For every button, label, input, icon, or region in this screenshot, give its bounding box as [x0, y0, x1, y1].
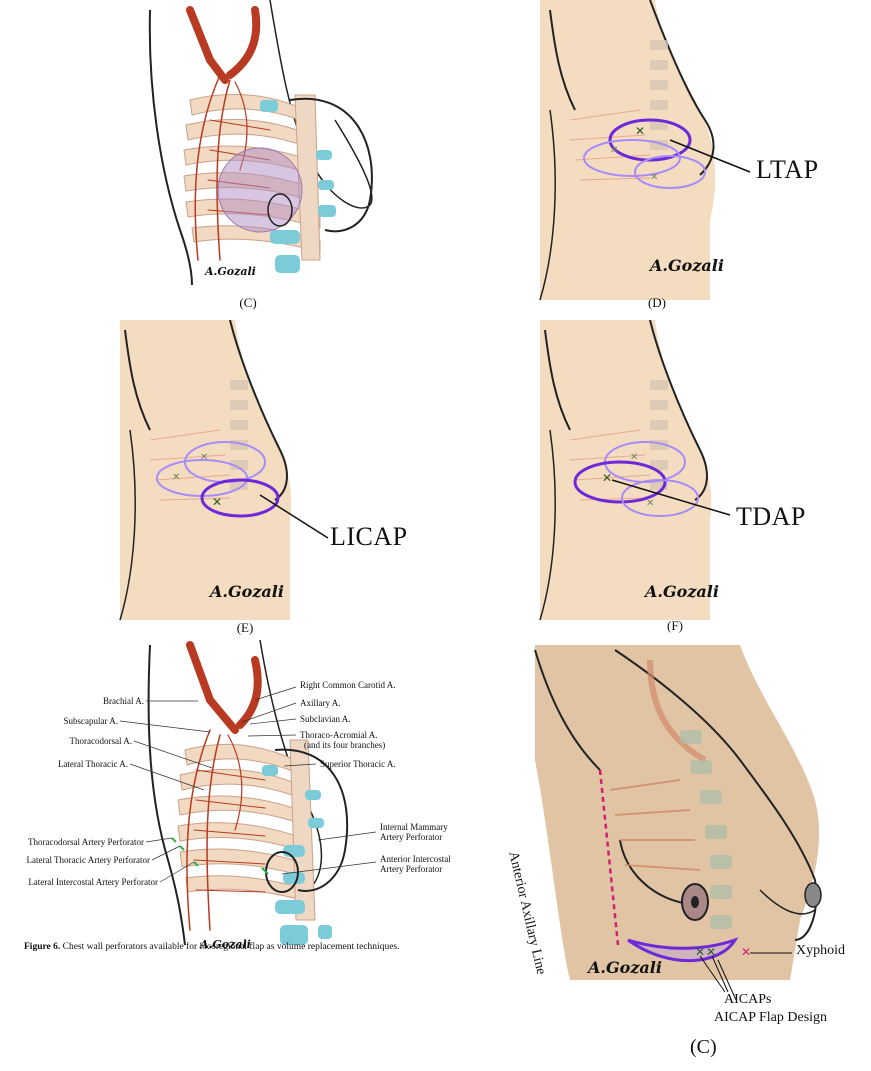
panel-e: ✕ ✕ ✕ LICAP A.Gozali (E) [90, 320, 430, 630]
annotation-thoraco-acromial-branches: (and its four branches) [304, 740, 385, 750]
panel-d: ✕ ✕ ✕ LTAP A.Gozali (D) [520, 0, 860, 310]
ribcage-arteries-illustration [120, 0, 440, 300]
flap-label: LICAP [330, 522, 408, 552]
signature: A.Gozali [205, 265, 256, 278]
annotation-lateral-thoracic-perforator: Lateral Thoracic Artery Perforator [26, 855, 150, 865]
panel-caption: (D) [637, 295, 677, 311]
panel-caption: (E) [225, 620, 265, 636]
annotation-thoracodorsal-perforator: Thoracodorsal Artery Perforator [28, 837, 144, 847]
svg-text:✕: ✕ [635, 124, 645, 138]
figure-caption-text: Chest wall perforators available for loc… [60, 942, 399, 952]
aicap-design-label: AICAP Flap Design [714, 1010, 827, 1026]
annotation-internal-mammary-perforator: Artery Perforator [380, 832, 442, 842]
panel-caption: (C) [690, 1036, 717, 1059]
figure-6: Brachial A. Subscapular A. Thoracodorsal… [0, 640, 520, 970]
svg-text:✕: ✕ [212, 495, 222, 509]
aicaps-label: AICAPs [724, 992, 771, 1008]
annotation-superior-thoracic: Superior Thoracic A. [320, 759, 396, 769]
figure-number: Figure 6. [24, 942, 60, 952]
svg-text:✕: ✕ [200, 452, 208, 463]
annotation-lateral-thoracic: Lateral Thoracic A. [58, 759, 128, 769]
annotation-subscapular: Subscapular A. [64, 716, 119, 726]
annotation-axillary: Axillary A. [300, 698, 341, 708]
svg-text:✕: ✕ [650, 172, 658, 183]
figure-caption: Figure 6. Chest wall perforators availab… [24, 942, 524, 952]
annotation-anterior-intercostal-perforator: Artery Perforator [380, 864, 442, 874]
panel-f: ✕ ✕ ✕ TDAP A.Gozali (F) [520, 320, 860, 630]
flap-label: TDAP [736, 502, 806, 532]
annotation-right-common-carotid: Right Common Carotid A. [300, 680, 396, 690]
svg-text:✕: ✕ [646, 498, 654, 509]
annotation-subclavian: Subclavian A. [300, 714, 351, 724]
svg-text:✕: ✕ [706, 945, 716, 959]
annotation-anterior-intercostal: Anterior Intercostal [380, 854, 451, 864]
chest-wall-perforators-illustration [0, 640, 520, 970]
annotation-thoracodorsal: Thoracodorsal A. [70, 736, 132, 746]
signature: A.Gozali [650, 256, 724, 275]
annotation-brachial: Brachial A. [103, 696, 144, 706]
svg-text:✕: ✕ [172, 472, 180, 483]
flap-label: LTAP [756, 155, 819, 185]
panel-aicap: ✕ ✕ ✕ Anterior Axillary Line Xyphoid AIC… [530, 640, 865, 1070]
panel-caption: (F) [655, 618, 695, 634]
svg-text:✕: ✕ [610, 145, 618, 156]
panel-caption: (C) [228, 295, 268, 311]
svg-text:✕: ✕ [602, 471, 612, 485]
panel-c-top: A.Gozali (C) [120, 0, 440, 300]
signature: A.Gozali [588, 958, 662, 977]
signature: A.Gozali [645, 582, 719, 601]
annotation-lateral-intercostal-perforator: Lateral Intercostal Artery Perforator [28, 877, 158, 887]
xyphoid-label: Xyphoid [796, 943, 845, 959]
annotation-internal-mammary: Internal Mammary [380, 822, 448, 832]
svg-text:✕: ✕ [630, 452, 638, 463]
svg-text:✕: ✕ [741, 945, 751, 959]
signature: A.Gozali [210, 582, 284, 601]
annotation-thoraco-acromial: Thoraco-Acromial A. [300, 730, 377, 740]
